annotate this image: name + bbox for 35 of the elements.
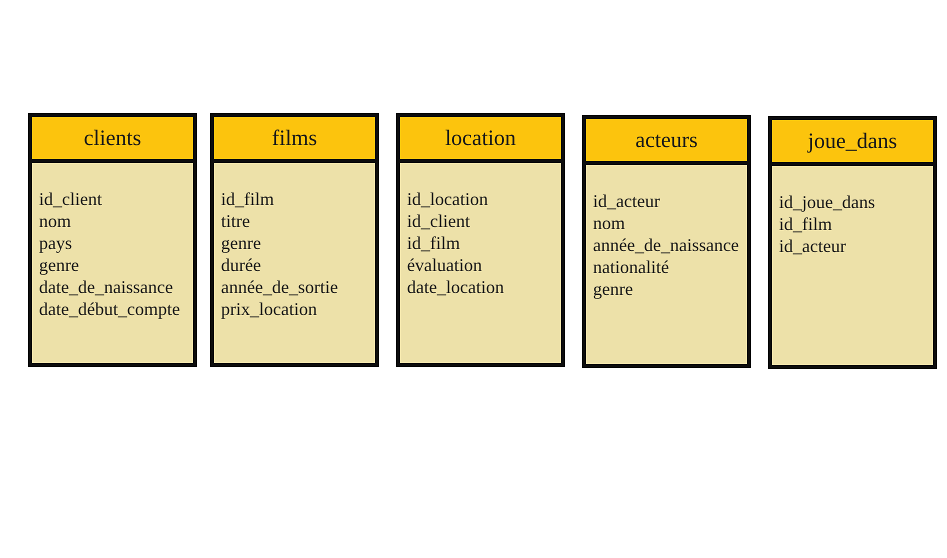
- field-name: id_client: [39, 189, 102, 210]
- field-name: titre: [221, 211, 250, 232]
- field-name: id_client: [407, 211, 470, 232]
- entity-table: [768, 116, 937, 369]
- field-name: durée: [221, 255, 261, 276]
- table-title: acteurs: [586, 119, 747, 165]
- field-name: année_de_sortie: [221, 277, 338, 298]
- field-name: date_de_naissance: [39, 277, 173, 298]
- field-name: date_début_compte: [39, 299, 180, 320]
- entity-table: [28, 113, 197, 367]
- table-title: location: [400, 117, 561, 163]
- entity-table: [396, 113, 565, 367]
- field-name: nom: [39, 211, 72, 232]
- field-name: id_film: [407, 233, 460, 254]
- field-name: genre: [39, 255, 79, 276]
- field-name: pays: [39, 233, 72, 254]
- field-name: id_acteur: [779, 236, 846, 257]
- field-name: nom: [593, 213, 626, 234]
- field-name: genre: [593, 279, 633, 300]
- entity-table: [582, 115, 751, 368]
- table-title: joue_dans: [772, 120, 933, 166]
- field-name: évaluation: [407, 255, 482, 276]
- field-name: année_de_naissance: [593, 235, 739, 256]
- field-name: id_acteur: [593, 191, 660, 212]
- field-name: id_film: [221, 189, 274, 210]
- table-title: films: [214, 117, 375, 163]
- table-title: clients: [32, 117, 193, 163]
- field-name: id_location: [407, 189, 488, 210]
- field-name: id_film: [779, 214, 832, 235]
- field-name: id_joue_dans: [779, 192, 875, 213]
- field-name: date_location: [407, 277, 504, 298]
- field-name: prix_location: [221, 299, 317, 320]
- entity-table: [210, 113, 379, 367]
- field-name: genre: [221, 233, 261, 254]
- field-name: nationalité: [593, 257, 669, 278]
